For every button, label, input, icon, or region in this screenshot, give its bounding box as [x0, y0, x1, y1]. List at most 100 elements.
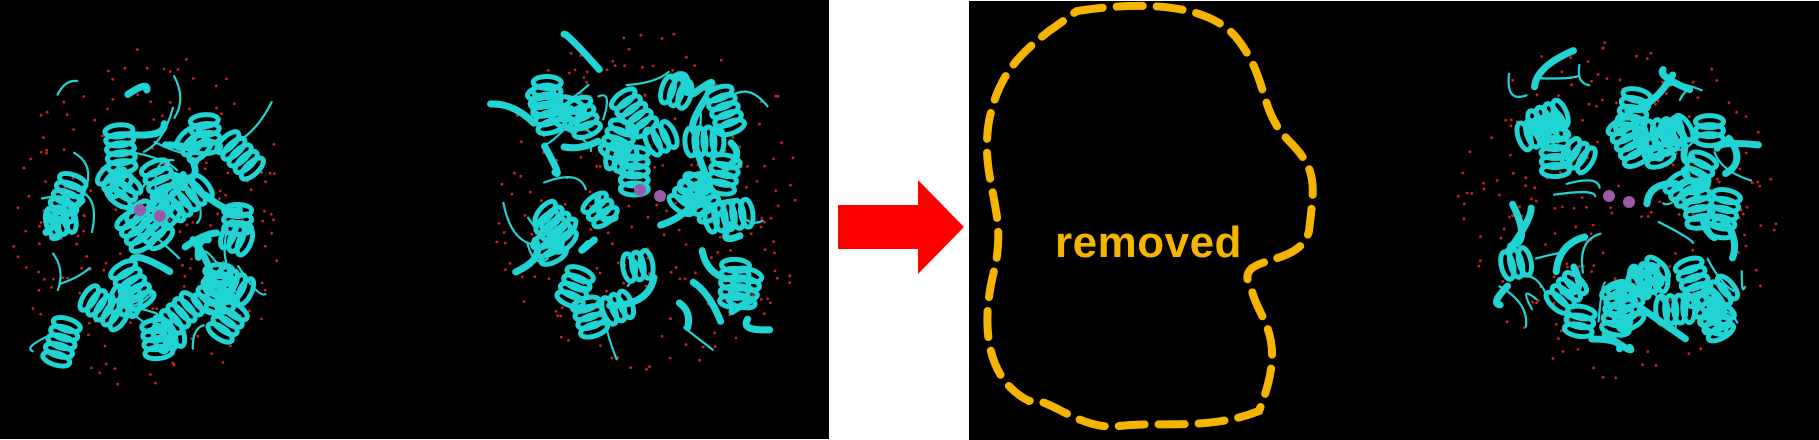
loop-segment — [193, 123, 222, 136]
water-dot — [39, 221, 43, 224]
water-dot — [559, 335, 563, 339]
water-dot — [556, 314, 559, 318]
water-dot — [1649, 210, 1653, 214]
water-dot — [585, 81, 589, 84]
helix-segment — [77, 283, 101, 313]
metal-ion — [1603, 190, 1615, 202]
water-dot — [189, 267, 192, 270]
loop-segment — [146, 229, 181, 260]
water-dot — [1479, 235, 1482, 239]
water-dot — [582, 76, 586, 79]
water-dot — [599, 344, 602, 347]
water-dot — [38, 242, 41, 245]
water-dot — [103, 344, 107, 348]
helix-segment — [168, 189, 194, 218]
helix-segment — [1702, 307, 1733, 329]
water-dot — [152, 118, 156, 121]
removed-label: removed — [1055, 218, 1242, 267]
loop-segment — [541, 142, 561, 177]
water-dot — [50, 286, 53, 289]
water-dot — [579, 156, 583, 159]
water-dot — [214, 84, 218, 88]
water-dot — [563, 202, 567, 206]
water-dot — [183, 275, 187, 278]
water-dot — [149, 100, 153, 104]
water-dot — [613, 64, 617, 68]
helix-segment — [575, 311, 608, 331]
water-dot — [734, 336, 738, 340]
water-dot — [791, 156, 795, 160]
helix-segment — [220, 135, 248, 162]
water-dot — [1596, 140, 1599, 144]
water-dot — [24, 266, 28, 269]
helix-segment — [1649, 117, 1668, 151]
protein-structure-b — [487, 30, 797, 371]
metal-ion — [1623, 196, 1635, 208]
loop-segment — [142, 106, 174, 153]
water-dot — [16, 206, 20, 210]
helix-segment — [119, 215, 149, 239]
metal-ion — [134, 204, 146, 216]
water-dot — [519, 174, 523, 178]
loop-segment — [223, 222, 230, 266]
loop-segment — [1662, 176, 1702, 206]
water-dot — [1756, 130, 1760, 134]
water-dot — [1735, 110, 1738, 114]
arrow-shape — [838, 180, 964, 274]
loop-segment — [683, 326, 714, 351]
loop-segment — [544, 110, 583, 145]
helix-segment — [172, 296, 198, 324]
removed-region-outline — [982, 1, 1317, 431]
water-dot — [118, 252, 122, 256]
loop-segment — [1525, 292, 1538, 311]
loop-segment — [132, 151, 179, 172]
helix-segment — [210, 313, 240, 338]
loop-segment — [58, 266, 91, 286]
helix-segment — [561, 94, 594, 115]
loop-segment — [690, 79, 716, 98]
helix-segment — [107, 172, 135, 200]
water-dot — [1479, 259, 1482, 263]
water-dot — [751, 293, 754, 296]
water-dot — [1744, 115, 1748, 118]
water-dot — [1509, 118, 1513, 122]
water-dot — [668, 356, 672, 360]
water-dot — [1710, 67, 1714, 71]
water-dot — [662, 233, 666, 237]
water-dot — [598, 271, 602, 275]
water-dot — [1646, 215, 1650, 218]
water-dot — [16, 255, 20, 259]
loop-segment — [45, 214, 63, 241]
water-dot — [217, 197, 221, 200]
loop-segment — [1643, 180, 1680, 208]
loop-segment — [235, 101, 273, 144]
water-dot — [1534, 199, 1538, 203]
loop-segment — [669, 71, 691, 96]
helix-segment — [108, 258, 138, 281]
water-dot — [260, 171, 264, 174]
water-dot — [1461, 171, 1464, 175]
water-dot — [508, 262, 512, 265]
loop-segment — [52, 252, 62, 292]
loop-segment — [1637, 273, 1659, 289]
helix-segment — [617, 171, 651, 189]
water-dot — [774, 94, 778, 98]
water-dot — [539, 199, 543, 203]
water-dot — [510, 192, 514, 196]
water-dot — [595, 266, 599, 270]
water-dot — [1559, 170, 1562, 174]
loop-segment — [1507, 200, 1526, 250]
helix-segment — [1514, 120, 1534, 153]
loop-segment — [191, 324, 205, 350]
helix-segment — [1567, 140, 1591, 171]
water-dot — [75, 242, 79, 246]
helix-segment — [128, 231, 159, 254]
loop-segment — [1713, 139, 1762, 152]
water-dot — [71, 176, 75, 180]
water-dot — [275, 259, 279, 263]
water-dot — [1744, 151, 1748, 155]
loop-segment — [692, 144, 714, 190]
water-dot — [111, 77, 114, 81]
water-dot — [788, 274, 792, 278]
water-dot — [1586, 60, 1590, 63]
